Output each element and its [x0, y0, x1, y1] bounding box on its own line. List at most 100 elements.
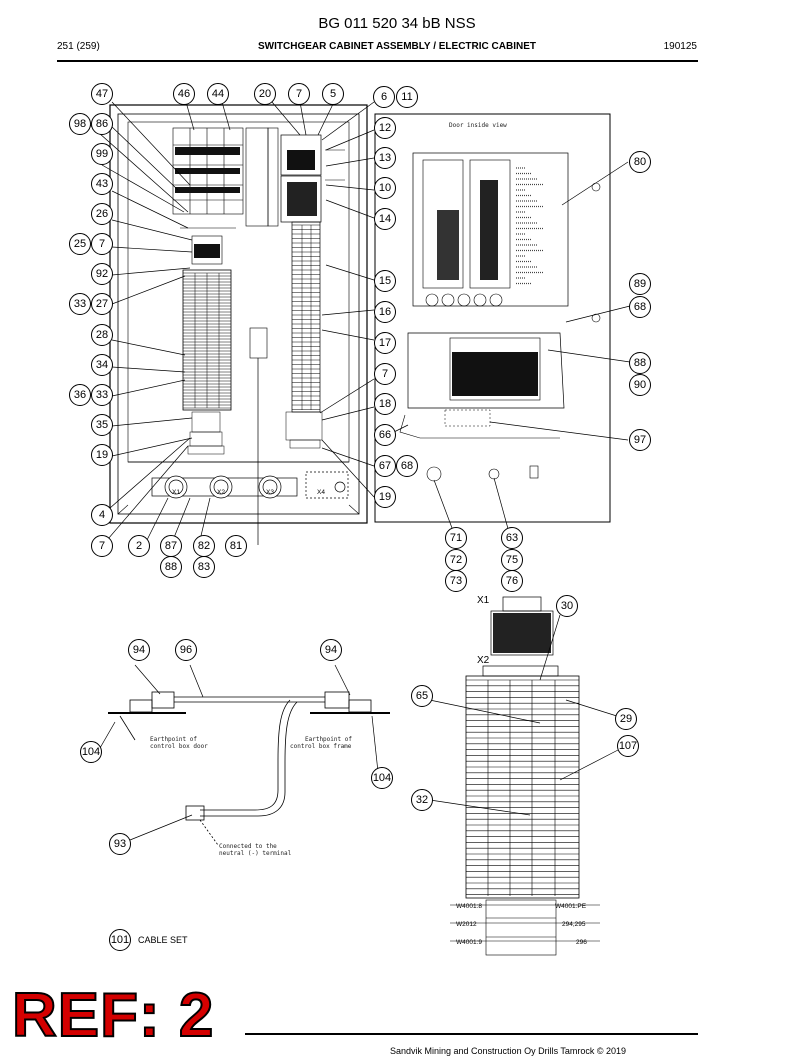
callout-label: 65 — [416, 690, 428, 702]
callout-label: 32 — [416, 794, 428, 806]
relay-block — [172, 127, 279, 227]
callout-c2: 2 — [128, 535, 150, 557]
callout-c66: 66 — [374, 424, 396, 446]
callout-c7a: 7 — [288, 83, 310, 105]
callout-label: 67 — [379, 460, 391, 472]
callout-c87: 87 — [160, 535, 182, 557]
callout-label: 101 — [111, 934, 129, 946]
callout-c12: 12 — [374, 117, 396, 139]
cable-duct — [182, 269, 232, 455]
callout-c88b: 88 — [160, 556, 182, 578]
callout-label: 7 — [99, 540, 105, 552]
callout-c19a: 19 — [91, 444, 113, 466]
callout-label: 68 — [634, 301, 646, 313]
callout-c29: 29 — [615, 708, 637, 730]
document-date: 190125 — [663, 41, 697, 52]
callout-label: 13 — [379, 152, 391, 164]
callout-label: 10 — [379, 182, 391, 194]
cabinet-frame — [109, 104, 368, 524]
callout-c67: 67 — [374, 455, 396, 477]
callout-c71: 71 — [445, 527, 467, 549]
callout-label: 20 — [259, 88, 271, 100]
door-caption: Door inside view — [449, 122, 507, 129]
callout-c33a: 33 — [69, 293, 91, 315]
callout-label: 76 — [506, 575, 518, 587]
callout-label: 99 — [96, 148, 108, 160]
callout-label: 27 — [96, 298, 108, 310]
terminal-strip — [280, 134, 345, 449]
callout-label: 16 — [379, 306, 391, 318]
callout-c34: 34 — [91, 354, 113, 376]
callout-label: 11 — [401, 91, 412, 103]
callout-c27: 27 — [91, 293, 113, 315]
callout-c65: 65 — [411, 685, 433, 707]
callout-label: 98 — [74, 118, 86, 130]
door-legend — [516, 167, 544, 285]
callout-c14: 14 — [374, 208, 396, 230]
earth-cable — [108, 691, 390, 846]
connector-label-x2: X2 — [217, 489, 225, 496]
callout-c16: 16 — [374, 301, 396, 323]
callout-label: 19 — [96, 449, 108, 461]
callout-c7c: 7 — [374, 363, 396, 385]
callout-c6: 6 — [373, 86, 395, 108]
callout-c32: 32 — [411, 789, 433, 811]
callout-label: 28 — [96, 329, 108, 341]
callout-label: 19 — [379, 491, 391, 503]
callout-c26: 26 — [91, 203, 113, 225]
callout-c94a: 94 — [128, 639, 150, 661]
callout-c73: 73 — [445, 570, 467, 592]
callout-c7b: 7 — [91, 233, 113, 255]
callout-c10: 10 — [374, 177, 396, 199]
callout-label: 34 — [96, 359, 108, 371]
callout-label: 104 — [373, 772, 391, 784]
callout-label: 93 — [114, 838, 126, 850]
callout-label: 90 — [634, 379, 646, 391]
callout-c30: 30 — [556, 595, 578, 617]
connector-label-x1: X1 — [172, 489, 180, 496]
callout-label: 75 — [506, 554, 518, 566]
callout-c25: 25 — [69, 233, 91, 255]
callout-label: 14 — [379, 213, 391, 225]
wire-w4001-9: W4001:9 — [456, 939, 482, 946]
document-title: BG 011 520 34 bB NSS — [318, 15, 476, 32]
door-panel — [374, 113, 611, 523]
callout-c15: 15 — [374, 270, 396, 292]
callout-label: 88 — [634, 357, 646, 369]
callout-c28: 28 — [91, 324, 113, 346]
section-title: SWITCHGEAR CABINET ASSEMBLY / ELECTRIC C… — [258, 41, 536, 52]
callout-c68a: 68 — [629, 296, 651, 318]
label-x1: X1 — [477, 595, 490, 606]
callout-c94b: 94 — [320, 639, 342, 661]
callout-label: 73 — [450, 575, 462, 587]
header-rule — [57, 60, 698, 62]
callout-label: 29 — [620, 713, 632, 725]
callout-c81: 81 — [225, 535, 247, 557]
callout-label: 68 — [401, 460, 413, 472]
callout-label: 82 — [198, 540, 210, 552]
callout-c101: 101 — [109, 929, 131, 951]
callout-label: 17 — [379, 337, 391, 349]
callout-label: 6 — [381, 91, 387, 103]
wire-296: 296 — [576, 939, 587, 946]
callout-c76: 76 — [501, 570, 523, 592]
callout-label: 63 — [506, 532, 518, 544]
callout-label: 7 — [99, 238, 105, 250]
callout-label: 33 — [96, 389, 108, 401]
plug-x1 — [482, 596, 559, 677]
callout-c47: 47 — [91, 83, 113, 105]
wire-294-295: 294,295 — [562, 921, 586, 928]
bottom-connectors — [151, 471, 349, 499]
callout-label: 97 — [634, 434, 646, 446]
callout-c75: 75 — [501, 549, 523, 571]
callout-label: 18 — [379, 398, 391, 410]
callout-c63: 63 — [501, 527, 523, 549]
callout-c33b: 33 — [91, 384, 113, 406]
callout-label: 107 — [619, 740, 637, 752]
callout-c46: 46 — [173, 83, 195, 105]
earth-frame-line2: control box frame — [290, 743, 352, 750]
wire-w4001-pe: W4001:PE — [555, 903, 587, 910]
callout-c97: 97 — [629, 429, 651, 451]
label-x2: X2 — [477, 655, 490, 666]
callout-label: 88 — [165, 561, 177, 573]
